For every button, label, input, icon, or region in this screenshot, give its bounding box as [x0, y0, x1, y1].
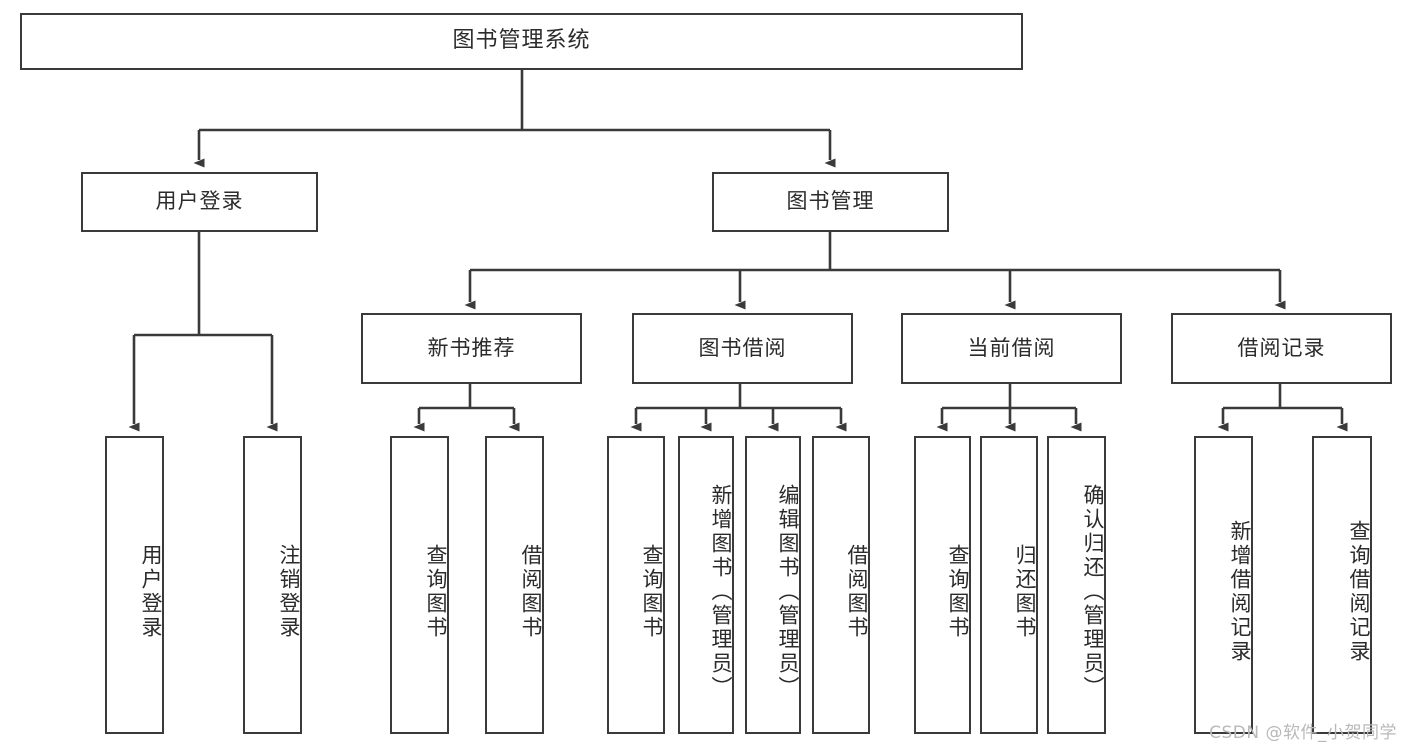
leaf-borrow-book[interactable]: 借阅图书	[812, 436, 870, 734]
node-label: 注销登录	[277, 544, 301, 640]
node-label: 编辑图书（管理员）	[776, 484, 800, 700]
node-label: 查询图书	[640, 544, 664, 640]
node-label: 归还图书	[1013, 544, 1037, 640]
leaf-confirm-return-admin[interactable]: 确认归还（管理员）	[1047, 436, 1106, 734]
leaf-add-borrow-record[interactable]: 新增借阅记录	[1194, 436, 1253, 734]
node-book-management[interactable]: 图书管理	[712, 172, 949, 232]
node-label: 新增借阅记录	[1228, 520, 1252, 664]
leaf-logout-login[interactable]: 注销登录	[243, 436, 302, 734]
node-label: 借阅图书	[519, 544, 543, 640]
node-user-login[interactable]: 用户登录	[81, 172, 318, 232]
node-label: 用户登录	[139, 544, 163, 640]
leaf-query-book-borrow[interactable]: 查询图书	[607, 436, 665, 734]
node-new-book-recommend[interactable]: 新书推荐	[361, 313, 582, 384]
node-borrow-record[interactable]: 借阅记录	[1171, 313, 1392, 384]
leaf-user-login[interactable]: 用户登录	[105, 436, 164, 734]
leaf-query-book-current[interactable]: 查询图书	[914, 436, 971, 734]
node-book-borrow[interactable]: 图书借阅	[632, 313, 853, 384]
node-label: 查询借阅记录	[1347, 520, 1371, 664]
node-label: 确认归还（管理员）	[1081, 484, 1105, 700]
leaf-return-book[interactable]: 归还图书	[980, 436, 1038, 734]
leaf-edit-book-admin[interactable]: 编辑图书（管理员）	[745, 436, 801, 734]
node-label: 新增图书（管理员）	[709, 484, 733, 700]
node-label: 借阅记录	[1237, 335, 1326, 360]
leaf-query-book-recommend[interactable]: 查询图书	[390, 436, 449, 734]
node-label: 图书管理系统	[452, 28, 591, 54]
node-label: 借阅图书	[845, 544, 869, 640]
node-label: 图书管理	[786, 189, 875, 214]
node-root-book-management-system[interactable]: 图书管理系统	[20, 13, 1023, 70]
node-current-borrow[interactable]: 当前借阅	[901, 313, 1122, 384]
node-label: 查询图书	[946, 544, 970, 640]
leaf-query-borrow-record[interactable]: 查询借阅记录	[1312, 436, 1372, 734]
leaf-borrow-book-recommend[interactable]: 借阅图书	[485, 436, 544, 734]
node-label: 查询图书	[424, 544, 448, 640]
node-label: 当前借阅	[967, 335, 1056, 360]
node-label: 用户登录	[155, 189, 244, 214]
leaf-add-book-admin[interactable]: 新增图书（管理员）	[678, 436, 734, 734]
watermark-text: CSDN @软件_小贺同学	[1209, 723, 1397, 743]
node-label: 图书借阅	[698, 335, 787, 360]
node-label: 新书推荐	[427, 335, 516, 360]
